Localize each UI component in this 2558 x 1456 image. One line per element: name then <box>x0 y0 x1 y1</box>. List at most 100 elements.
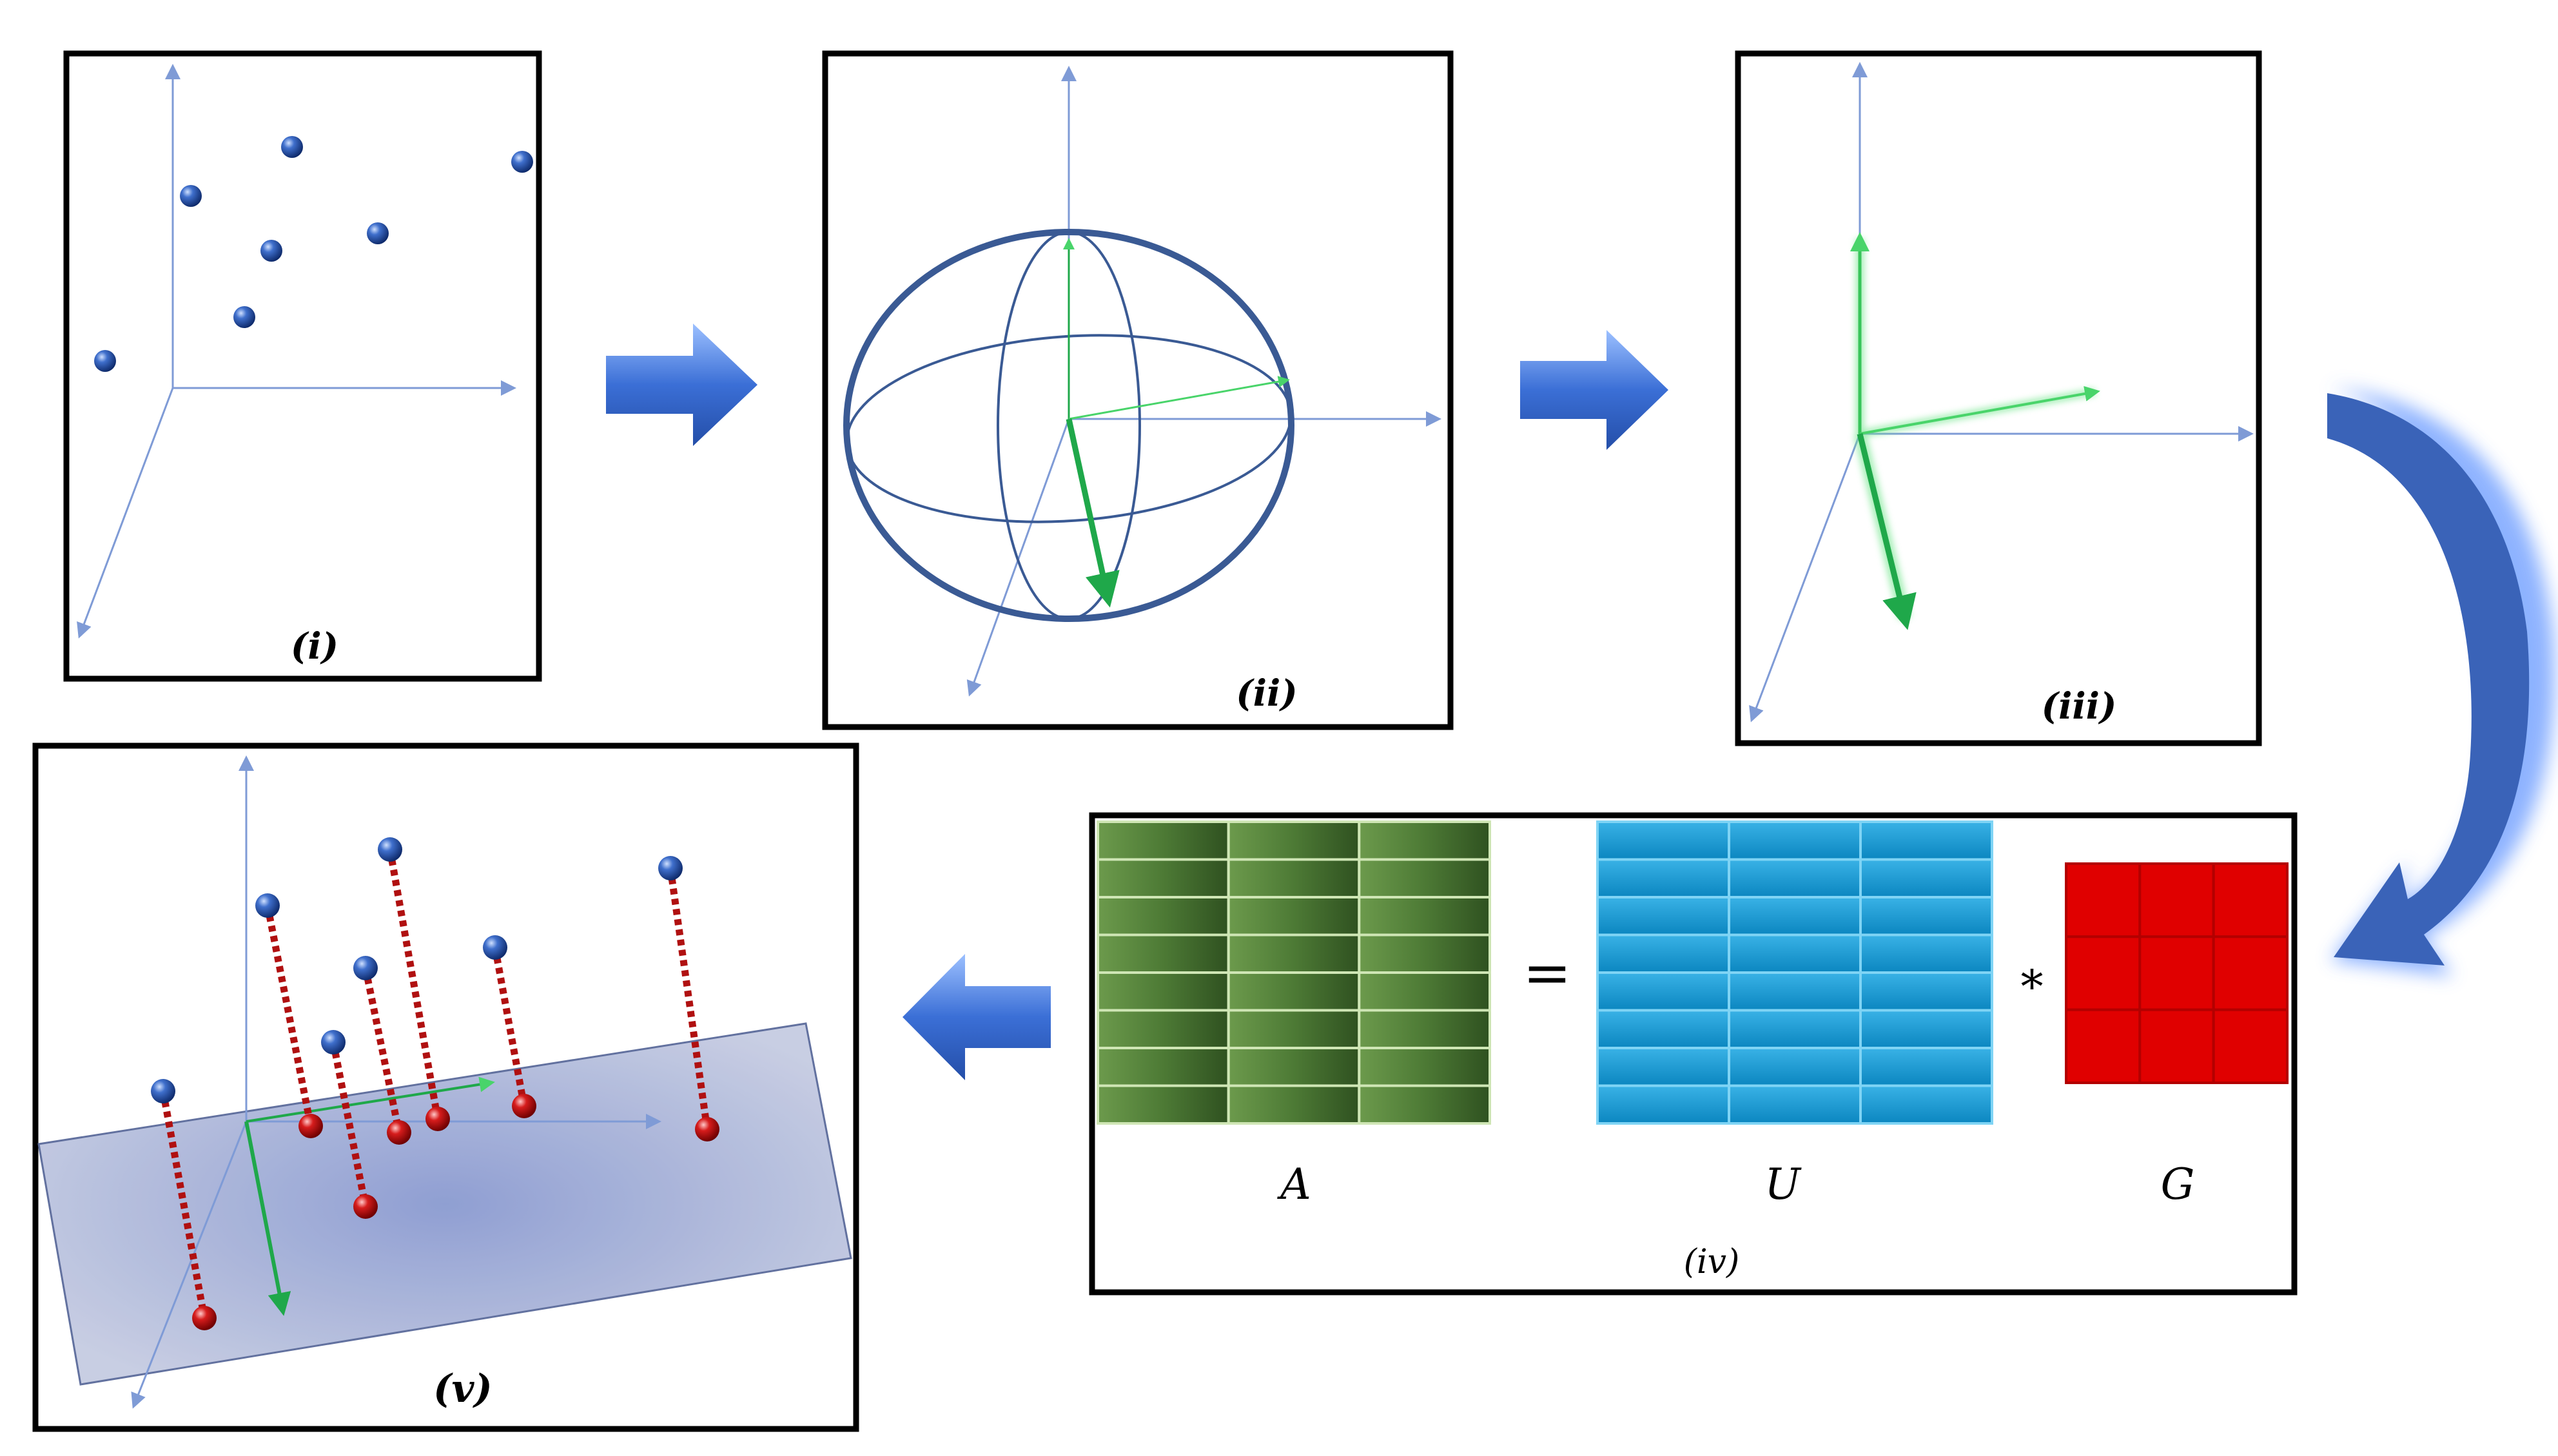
panel-iv-label: (iv) <box>1684 1243 1740 1281</box>
matrix-a-cell <box>1097 1047 1230 1087</box>
plane-basis-vectors <box>244 1076 495 1316</box>
matrix-u-cell <box>1859 820 1993 861</box>
matrix-u-cell <box>1859 858 1993 898</box>
matrix-g-cell <box>2138 862 2215 938</box>
matrix-a-cell <box>1227 1084 1361 1125</box>
matrix-u-cell <box>1859 1047 1993 1087</box>
matrix-a-cell <box>1227 820 1361 861</box>
matrix-a-cell <box>1227 1009 1361 1049</box>
blue-arrow-right-icon <box>1520 330 1668 450</box>
blue-arrow-right-icon <box>606 324 757 446</box>
data-point <box>483 935 507 960</box>
panel-iv: = * A U G (iv) <box>1089 812 2298 1296</box>
data-point <box>151 1079 175 1103</box>
panel-iii-label: (iii) <box>2042 685 2117 728</box>
eigenvectors-ii <box>1063 238 1290 608</box>
matrix-u-cell <box>1728 1047 1862 1087</box>
curved-arrow-down-icon <box>2327 387 2555 976</box>
ellipsoid <box>843 229 1294 622</box>
matrix-a-cell <box>1097 933 1230 974</box>
matrix-g-cell <box>2212 935 2289 1011</box>
panel-i-frame <box>63 50 542 682</box>
matrix-u-cell <box>1859 933 1993 974</box>
projected-point <box>192 1306 217 1330</box>
projected-point <box>425 1107 450 1131</box>
matrix-u-cell <box>1596 971 1730 1012</box>
projection-lines <box>159 849 711 1319</box>
data-point <box>233 306 255 328</box>
panel-iii: (iii) <box>1735 50 2262 746</box>
data-point <box>353 956 378 980</box>
matrix-a <box>1097 820 1492 1125</box>
data-point <box>367 222 389 244</box>
projected-points-v <box>192 1094 719 1330</box>
matrix-a-cell <box>1358 1009 1492 1049</box>
matrix-g-cell <box>2065 1008 2142 1084</box>
matrix-a-cell <box>1227 896 1361 937</box>
matrix-u-label: U <box>1764 1160 1802 1209</box>
matrix-u-cell <box>1728 971 1862 1012</box>
matrix-u-cell <box>1596 896 1730 937</box>
data-point <box>180 185 202 207</box>
data-point <box>255 893 280 918</box>
data-point <box>658 856 683 880</box>
matrix-u-cell <box>1596 933 1730 974</box>
matrix-a-cell <box>1358 1084 1492 1125</box>
matrix-u-cell <box>1859 971 1993 1012</box>
matrix-g-cell <box>2212 1008 2289 1084</box>
axes-i <box>77 64 516 639</box>
matrix-a-cell <box>1358 820 1492 861</box>
matrix-g-cell <box>2065 862 2142 938</box>
panel-ii-label: (ii) <box>1236 672 1298 715</box>
panel-i-label: (i) <box>291 625 338 668</box>
projected-point <box>387 1120 411 1145</box>
matrix-u-cell <box>1728 933 1862 974</box>
matrix-a-cell <box>1097 820 1230 861</box>
matrix-u-cell <box>1596 1047 1730 1087</box>
panel-ii: (ii) <box>822 50 1454 730</box>
matrix-a-cell <box>1358 858 1492 898</box>
matrix-u-cell <box>1728 1009 1862 1049</box>
data-point <box>378 837 402 862</box>
matrix-u <box>1596 820 1993 1125</box>
panel-v: (v) <box>32 743 859 1432</box>
matrix-u-cell <box>1728 820 1862 861</box>
matrix-u-cell <box>1596 858 1730 898</box>
matrix-u-cell <box>1859 1084 1993 1125</box>
projected-point <box>298 1114 323 1138</box>
panel-i: (i) <box>63 50 542 682</box>
matrix-u-cell <box>1728 1084 1862 1125</box>
principal-components <box>1850 232 2100 630</box>
data-points-i <box>94 136 533 372</box>
matrix-a-cell <box>1227 933 1361 974</box>
data-point <box>511 151 533 173</box>
matrix-a-cell <box>1227 1047 1361 1087</box>
original-points-v <box>151 837 683 1103</box>
blue-arrow-left-icon <box>903 954 1051 1080</box>
matrix-a-cell <box>1227 971 1361 1012</box>
matrix-g-cell <box>2138 935 2215 1011</box>
matrix-u-cell <box>1859 1009 1993 1049</box>
panel-v-label: (v) <box>433 1366 493 1412</box>
matrix-a-cell <box>1097 1009 1230 1049</box>
data-point <box>321 1030 346 1054</box>
matrix-a-cell <box>1097 896 1230 937</box>
data-point <box>281 136 303 158</box>
data-point <box>260 240 282 262</box>
matrix-a-cell <box>1097 858 1230 898</box>
matrix-g <box>2065 862 2289 1084</box>
equals-sign: = <box>1523 939 1571 1007</box>
data-point <box>94 350 116 372</box>
panel-iii-frame <box>1735 50 2262 746</box>
matrix-a-cell <box>1097 1084 1230 1125</box>
matrix-u-cell <box>1596 1009 1730 1049</box>
matrix-u-cell <box>1728 858 1862 898</box>
matrix-g-cell <box>2212 862 2289 938</box>
projected-point <box>695 1117 719 1141</box>
matrix-a-cell <box>1097 971 1230 1012</box>
times-sign: * <box>2021 960 2044 1013</box>
matrix-a-cell <box>1358 1047 1492 1087</box>
matrix-u-cell <box>1728 896 1862 937</box>
matrix-g-label: G <box>2161 1160 2195 1209</box>
